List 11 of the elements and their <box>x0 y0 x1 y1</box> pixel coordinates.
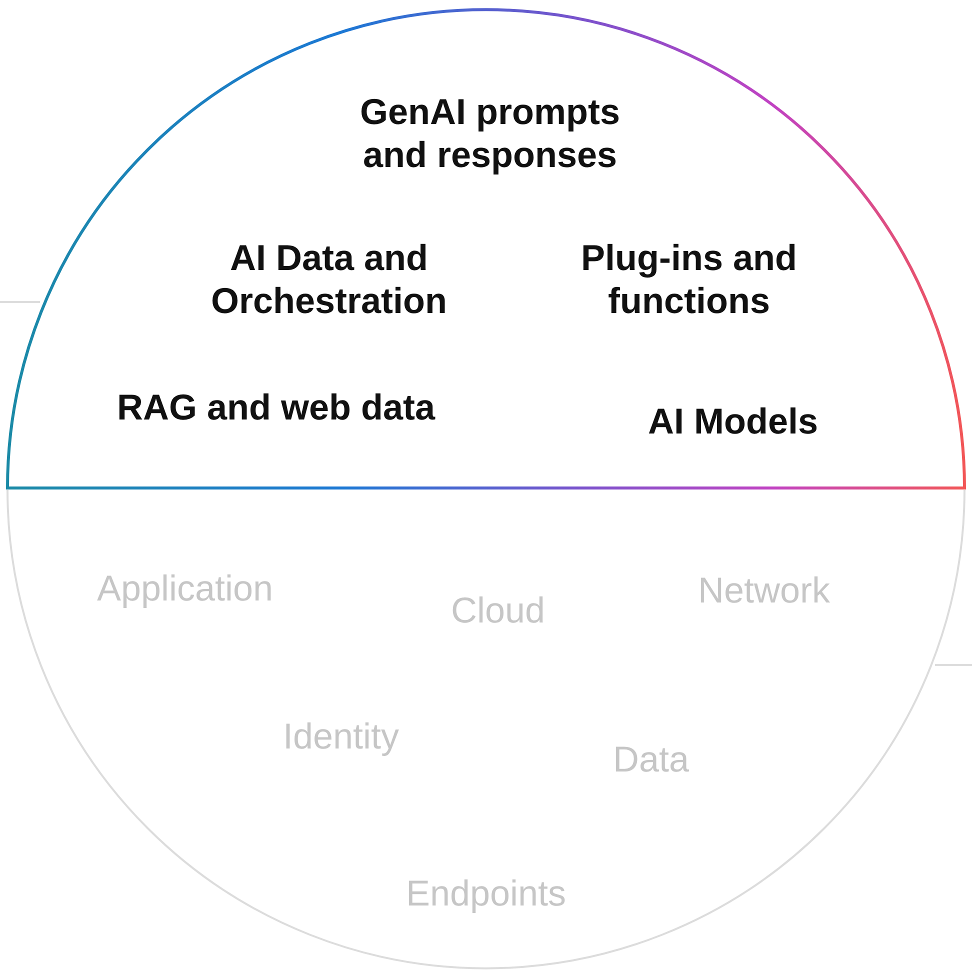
section-label: Plug-ins and functions <box>580 236 798 322</box>
section-label: Data <box>612 737 690 781</box>
section-label: Network <box>698 568 830 612</box>
section-label: AI Data and Orchestration <box>210 236 448 322</box>
section-label: RAG and web data <box>116 385 436 429</box>
section-label: GenAI prompts and responses <box>358 90 621 176</box>
section-label: Cloud <box>450 588 546 632</box>
section-label: Endpoints <box>406 871 566 915</box>
section-label: Application <box>96 566 274 610</box>
section-label: AI Models <box>648 399 818 443</box>
section-label: Identity <box>282 714 400 758</box>
